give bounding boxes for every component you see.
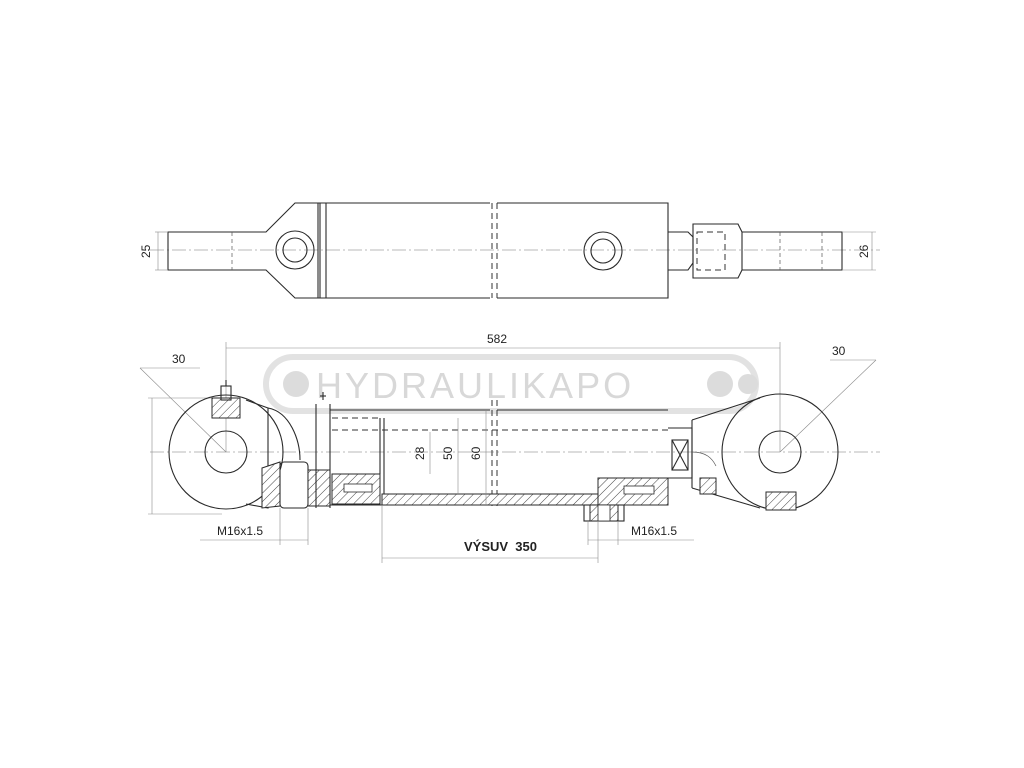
dim-left-eye-angle: 30 [172, 352, 186, 366]
dim-port-left: M16x1.5 [217, 524, 263, 538]
watermark-text: HYDRAULIKAPO [316, 365, 634, 406]
dim-tube-inner-dia: 50 [441, 446, 455, 460]
top-view [150, 202, 880, 299]
dim-rod-dia: 28 [413, 446, 427, 460]
dim-tube-outer-dia: 60 [469, 446, 483, 460]
dim-right-dia: 26 [857, 244, 871, 258]
dim-left-dia: 25 [139, 244, 153, 258]
dim-right-eye-angle: 30 [832, 344, 846, 358]
section-view [139, 342, 880, 563]
dim-stroke-label: VÝSUV 350 [464, 539, 537, 554]
watermark: HYDRAULIKAPO [263, 354, 759, 414]
dim-port-right: M16x1.5 [631, 524, 677, 538]
dim-overall-length: 582 [487, 332, 507, 346]
